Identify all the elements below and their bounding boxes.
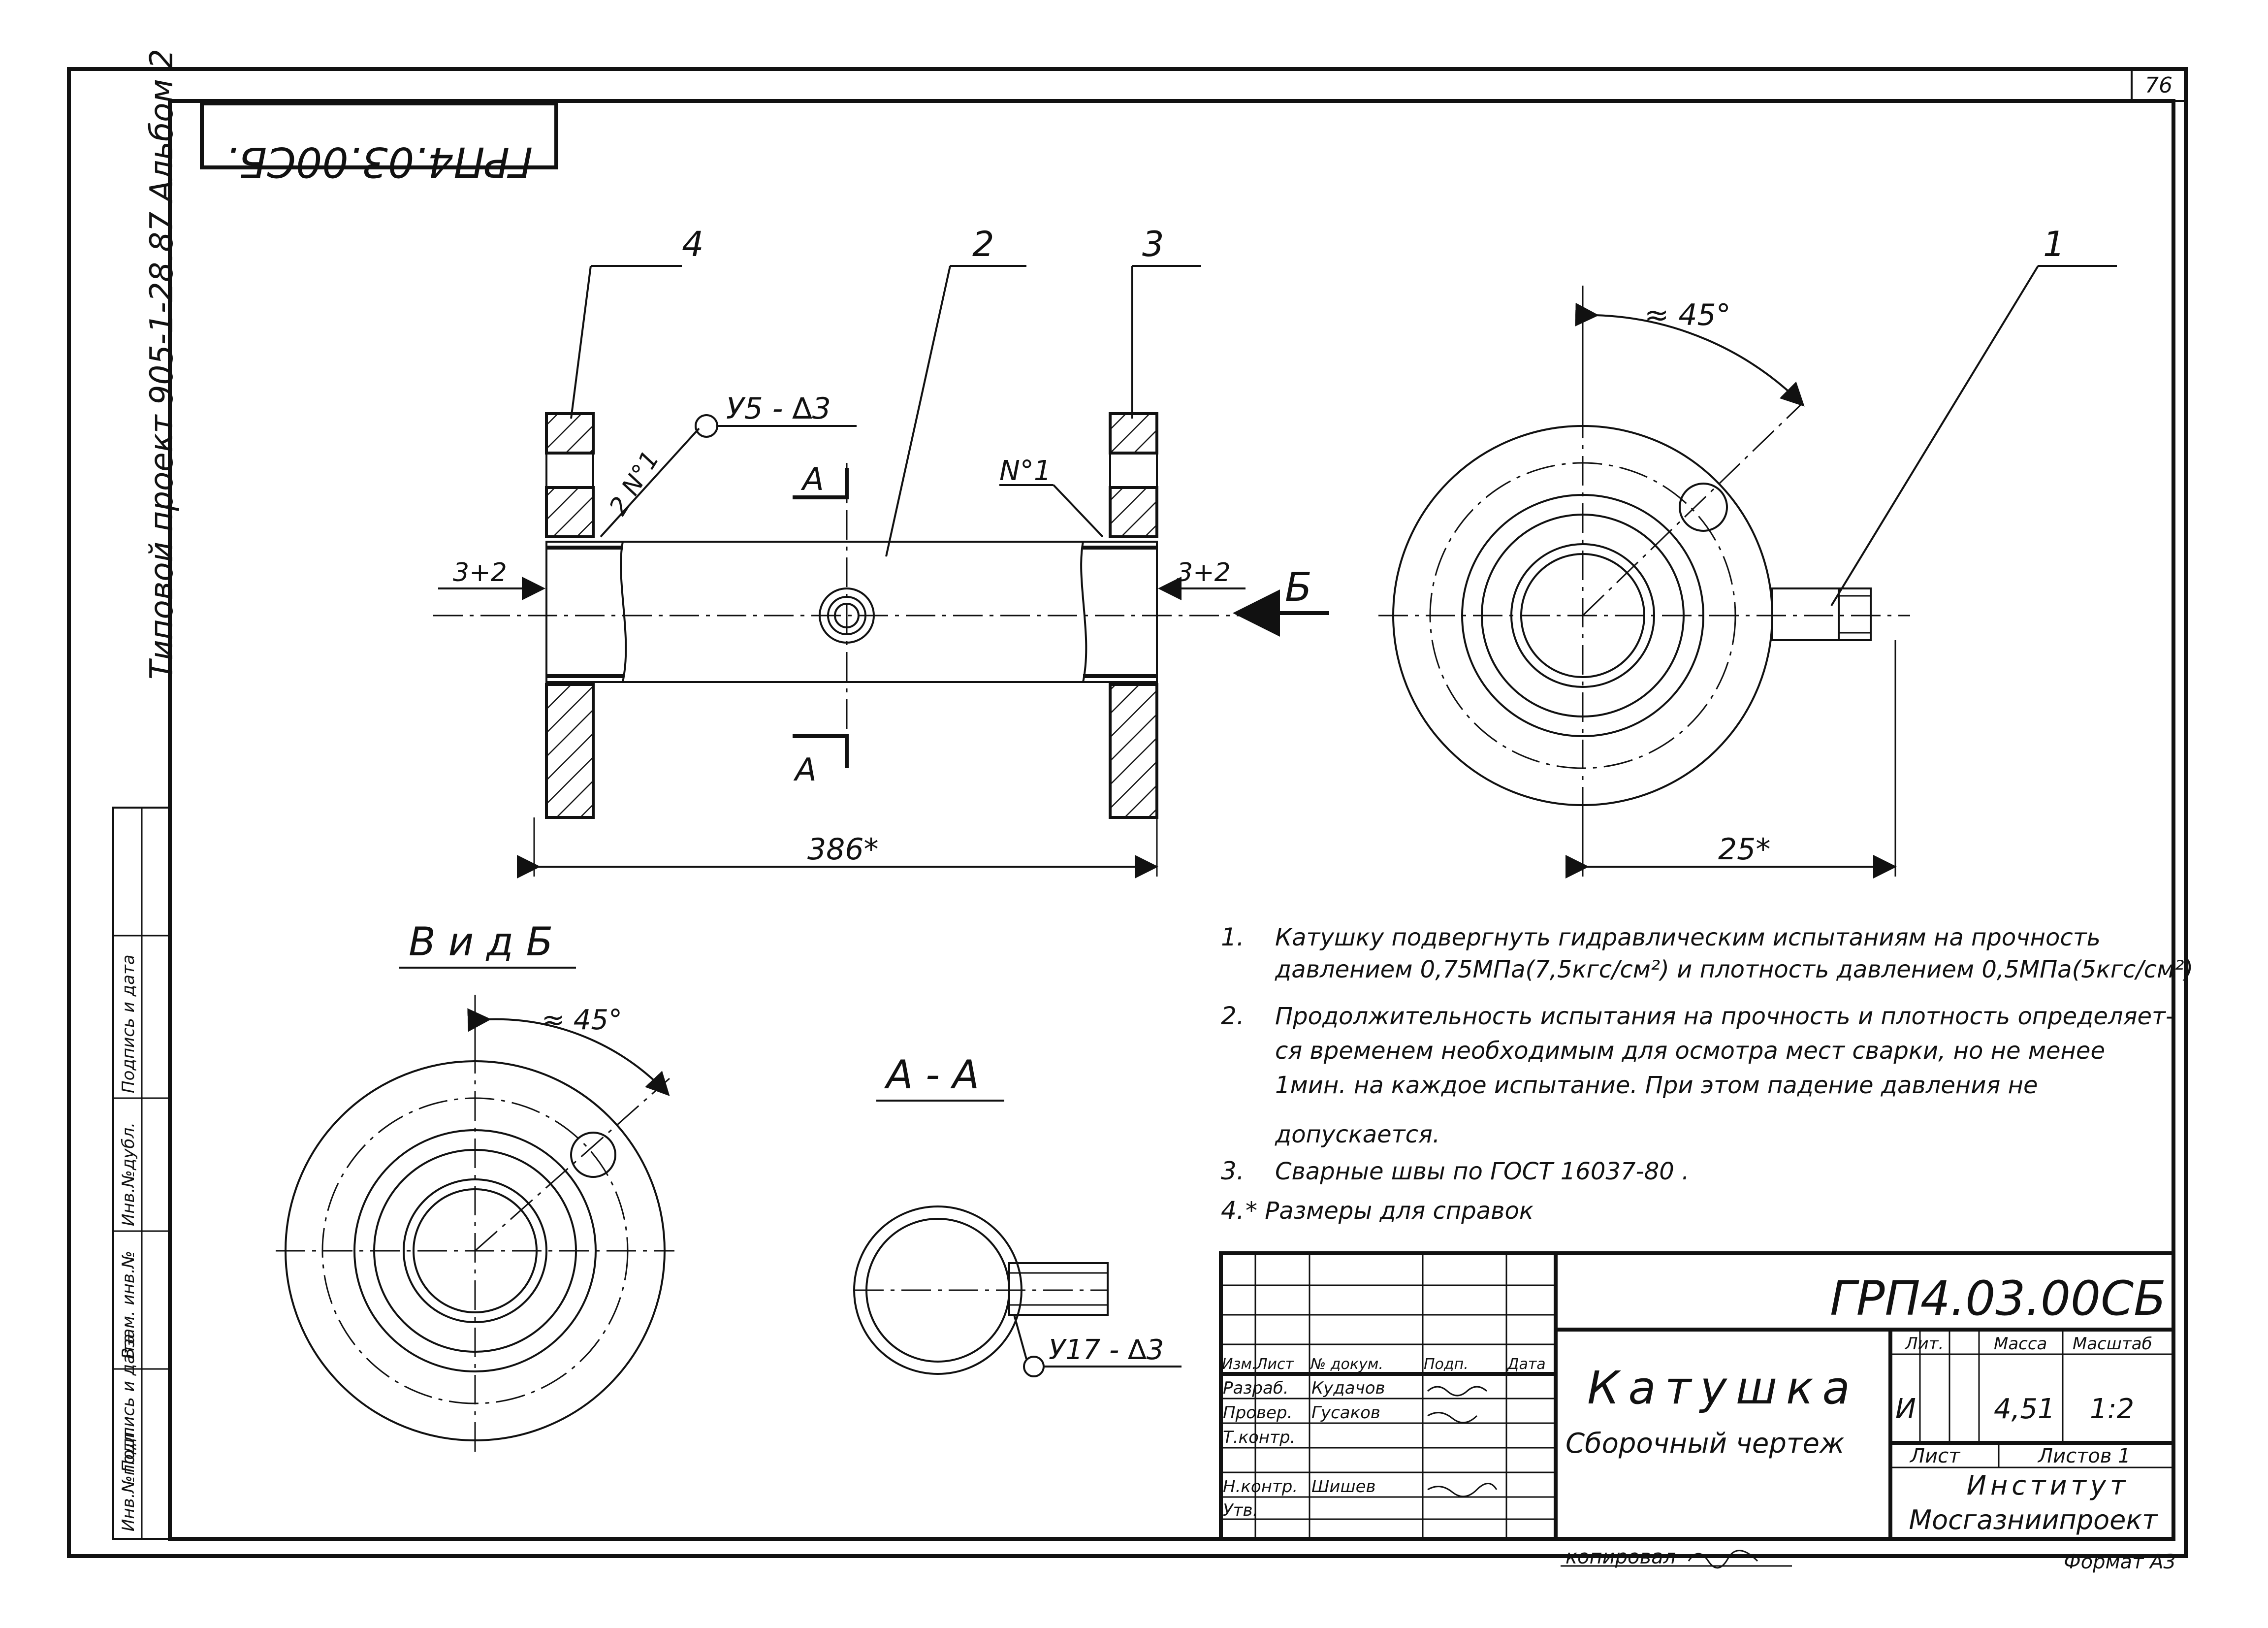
section-aa-weld: У17 - ∆3 [1049, 1334, 1164, 1366]
notes: 1. Катушку подвергнуть гидравлическим ис… [1221, 923, 2193, 1225]
note-3-num: 3. [1221, 1157, 1245, 1185]
tb-role-2: Провер. [1223, 1403, 1292, 1423]
note-4-line-1: * Размеры для справок [1246, 1197, 1533, 1225]
side-caption: Типовой проект 905-1-28.87 Альбом 2 [144, 49, 180, 680]
weld-top-label: У5 - ∆3 [726, 391, 831, 426]
left-strip: Инв.№подл. Подпись и дата Взам. инв.№ Ин… [112, 807, 171, 1540]
callout-4: 4 [682, 224, 704, 264]
strip-label-1: Инв.№подл. [119, 1427, 138, 1531]
tb-role-4: Н.контр. [1223, 1477, 1298, 1497]
page-number: 76 [2145, 73, 2172, 98]
tb-role-5: Утв. [1223, 1500, 1258, 1520]
tb-h-izm: Изм. [1222, 1356, 1257, 1373]
tb-sheet-label: Лист [1909, 1445, 1961, 1467]
tb-org-1: Институт [1967, 1470, 2130, 1501]
note-4-num: 4. [1221, 1196, 1245, 1225]
callout-2: 2 [972, 224, 994, 264]
note-1-num: 1. [1221, 923, 1245, 951]
weld-n1-right: N°1 [999, 455, 1052, 487]
note-2-num: 2. [1221, 1002, 1245, 1030]
section-mark-bottom: А [793, 752, 817, 788]
strip-label-4: Инв.№дубл. [119, 1122, 138, 1226]
note-2-line-1: Продолжительность испытания на прочность… [1275, 1003, 2174, 1030]
gap-left: 3+2 [453, 558, 507, 587]
nozzle-dim: 25* [1718, 832, 1770, 867]
tb-h-date: Дата [1506, 1356, 1546, 1373]
tb-lit-value: И [1895, 1393, 1916, 1425]
note-1-line-2: давлением 0,75МПа(7,5кгс/см²) и плотност… [1275, 956, 2193, 983]
tb-person-2: Гусаков [1311, 1403, 1380, 1423]
view-b-title: В и д Б [409, 919, 553, 965]
tb-lit-label: Лит. [1904, 1334, 1944, 1354]
tb-name: Катушка [1587, 1362, 1859, 1414]
outer-frame [67, 67, 2188, 1558]
gap-right: 3+2 [1177, 558, 1231, 587]
weld-n1-left: 2 N°1 [604, 446, 665, 520]
tb-person-1: Кудачов [1311, 1378, 1385, 1398]
tb-sheets-label: Листов 1 [2037, 1445, 2131, 1467]
tb-org-2: Мосгазниипроект [1909, 1504, 2158, 1535]
strip-label-5: Подпись и дата [119, 954, 138, 1093]
copied-signature [1688, 1550, 1758, 1569]
arrow-b-label: Б [1285, 564, 1312, 610]
angle-dim: ≈ 45° [1644, 298, 1731, 332]
section-aa: А - А У17 - ∆3 [853, 1052, 1182, 1377]
note-2-line-3: 1мин. на каждое испытание. При этом паде… [1275, 1072, 2038, 1099]
tb-h-doc: № докум. [1310, 1356, 1383, 1373]
view-b: В и д Б ≈ 45° [276, 919, 674, 1458]
strip-label-3: Взам. инв.№ [119, 1251, 138, 1359]
page-number-box [2131, 68, 2187, 102]
tb-mass-value: 4,51 [1994, 1393, 2055, 1425]
stamp-code: ГРП4.03.00СБ. [225, 138, 533, 186]
tb-role-3: Т.контр. [1223, 1428, 1295, 1447]
tb-scale-label: Масштаб [2073, 1334, 2152, 1354]
section-mark-top: А [800, 461, 824, 498]
view-b-angle: ≈ 45° [542, 1004, 622, 1036]
format-label: Формат А3 [2064, 1551, 2176, 1573]
main-view: А А 4 2 3 1 У5 - ∆3 2 N°1 N°1 3+2 3+2 Б [433, 224, 2117, 879]
callout-1: 1 [2043, 224, 2065, 264]
copied-by: копировал [1565, 1546, 1676, 1568]
tb-scale-value: 1:2 [2090, 1393, 2134, 1425]
note-2-line-2: ся временем необходимым для осмотра мест… [1275, 1037, 2105, 1065]
end-view-right: ≈ 45° 25* [1378, 286, 1910, 879]
tb-doc-code: ГРП4.03.00СБ [1830, 1271, 2166, 1326]
tb-person-4: Шишев [1311, 1477, 1376, 1497]
length-dim: 386* [807, 832, 879, 867]
title-block: Изм. Лист № докум. Подп. Дата Разраб. Пр… [1219, 1251, 2175, 1541]
note-1-line-1: Катушку подвергнуть гидравлическим испыт… [1275, 924, 2101, 951]
callout-3: 3 [1142, 224, 1164, 264]
tb-role-1: Разраб. [1223, 1378, 1289, 1398]
strip-label-2: Подпись и дата [119, 1334, 138, 1472]
tb-mass-label: Масса [1994, 1334, 2047, 1354]
section-aa-title: А - А [884, 1052, 979, 1098]
tb-h-list: Лист [1256, 1356, 1295, 1373]
note-2-line-4: допускается. [1275, 1121, 1440, 1148]
note-3-line-1: Сварные швы по ГОСТ 16037-80 . [1275, 1158, 1689, 1185]
stamp-box [200, 101, 558, 169]
tb-subname: Сборочный чертеж [1565, 1428, 1844, 1460]
tb-h-sign: Подп. [1424, 1356, 1469, 1373]
